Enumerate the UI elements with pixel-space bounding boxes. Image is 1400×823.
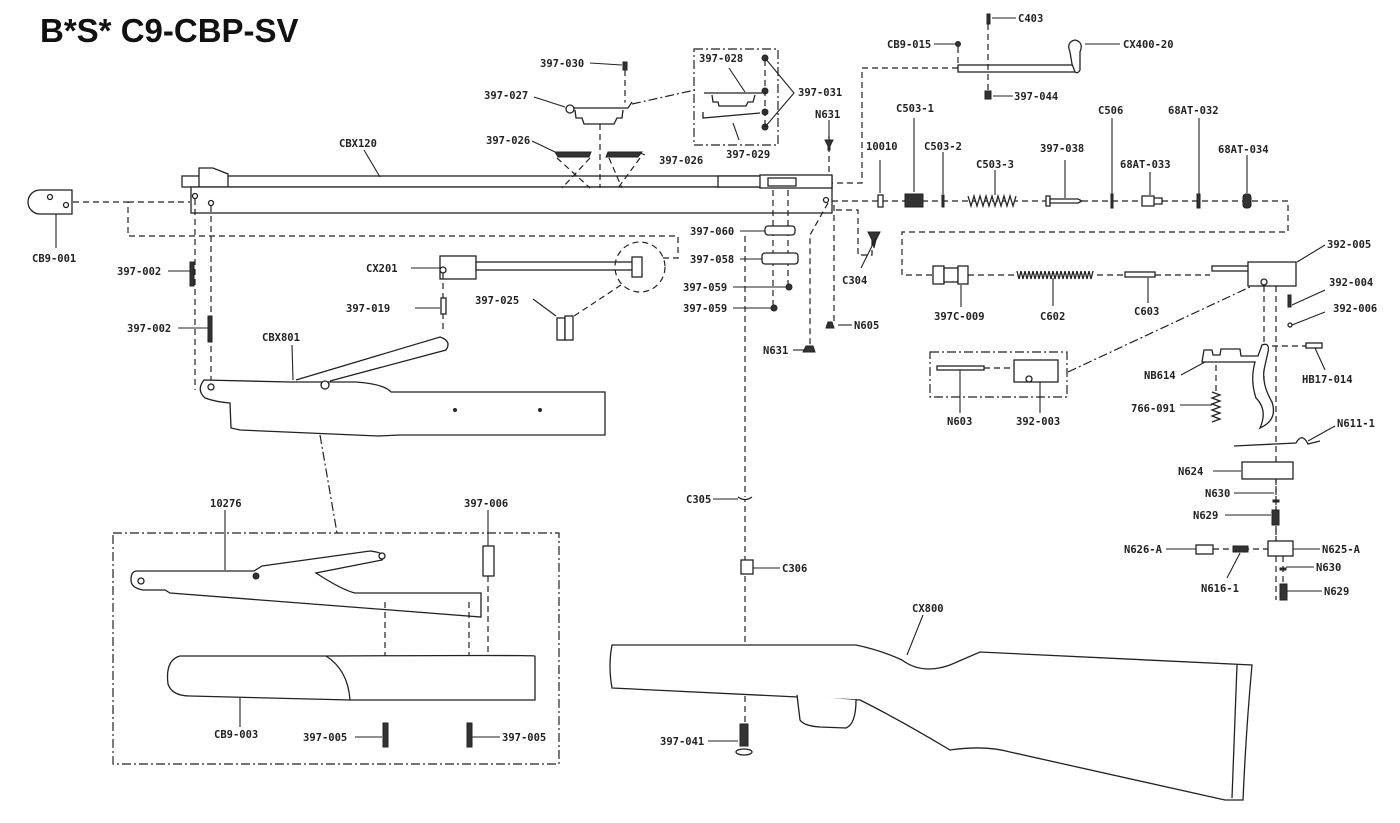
label-n626-a[interactable]: N626-A [1124, 544, 1163, 556]
label-397-019[interactable]: 397-019 [346, 303, 390, 315]
label-68at-032[interactable]: 68AT-032 [1168, 105, 1219, 117]
label-397-028[interactable]: 397-028 [699, 53, 743, 65]
label-n631-mid[interactable]: N631 [763, 345, 788, 357]
label-392-006[interactable]: 392-006 [1333, 303, 1377, 315]
label-cbx801[interactable]: CBX801 [262, 332, 300, 344]
label-397-027[interactable]: 397-027 [484, 90, 528, 102]
label-n630-b[interactable]: N630 [1316, 562, 1341, 574]
label-c305[interactable]: C305 [686, 494, 711, 506]
label-397-025[interactable]: 397-025 [475, 295, 519, 307]
label-397-026-right[interactable]: 397-026 [659, 155, 703, 167]
label-cb9-001[interactable]: CB9-001 [32, 253, 76, 265]
label-n624[interactable]: N624 [1178, 466, 1203, 478]
label-397-006[interactable]: 397-006 [464, 498, 508, 510]
label-c503-2[interactable]: C503-2 [924, 141, 962, 153]
label-c304[interactable]: C304 [842, 275, 867, 287]
label-397-030[interactable]: 397-030 [540, 58, 584, 70]
label-397-060[interactable]: 397-060 [690, 226, 734, 238]
label-397-002-a[interactable]: 397-002 [117, 266, 161, 278]
label-c503-3[interactable]: C503-3 [976, 159, 1014, 171]
label-cbx120[interactable]: CBX120 [339, 138, 377, 150]
label-n603[interactable]: N603 [947, 416, 972, 428]
label-n629-b[interactable]: N629 [1324, 586, 1349, 598]
label-n629-a[interactable]: N629 [1193, 510, 1218, 522]
main-spring-parts [932, 261, 1297, 600]
label-n616-1[interactable]: N616-1 [1201, 583, 1239, 595]
label-cx201[interactable]: CX201 [366, 263, 398, 275]
receiver-cbx120 [181, 167, 833, 214]
label-397-044[interactable]: 397-044 [1014, 91, 1058, 103]
diagram-title: B*S* C9-CBP-SV [40, 12, 299, 49]
rear-sight-group [554, 48, 779, 189]
label-68at-033[interactable]: 68AT-033 [1120, 159, 1171, 171]
label-397-059-a[interactable]: 397-059 [683, 282, 727, 294]
label-c306[interactable]: C306 [782, 563, 807, 575]
label-397-038[interactable]: 397-038 [1040, 143, 1084, 155]
label-cb9-003[interactable]: CB9-003 [214, 729, 258, 741]
label-392-005[interactable]: 392-005 [1327, 239, 1371, 251]
label-397c-009[interactable]: 397C-009 [934, 311, 985, 323]
part-cx400-20 [832, 13, 1082, 184]
label-397-041[interactable]: 397-041 [660, 736, 704, 748]
stock-cbx801 [199, 336, 606, 534]
label-n625-a[interactable]: N625-A [1322, 544, 1361, 556]
label-n605[interactable]: N605 [854, 320, 879, 332]
label-cx400-20[interactable]: CX400-20 [1123, 39, 1174, 51]
label-nb614[interactable]: NB614 [1144, 370, 1176, 382]
label-n631-top[interactable]: N631 [815, 109, 840, 121]
label-397-058[interactable]: 397-058 [690, 254, 734, 266]
label-hb17-014[interactable]: HB17-014 [1302, 374, 1353, 386]
label-n630-a[interactable]: N630 [1205, 488, 1230, 500]
label-10010[interactable]: 10010 [866, 141, 898, 153]
label-766-091[interactable]: 766-091 [1131, 403, 1175, 415]
trigger-nb614 [1201, 294, 1323, 430]
label-cb9-015[interactable]: CB9-015 [887, 39, 931, 51]
piston-parts [877, 193, 1252, 209]
stock-cx800 [609, 644, 1253, 801]
label-397-029[interactable]: 397-029 [726, 149, 770, 161]
label-c403[interactable]: C403 [1018, 13, 1043, 25]
label-397-059-b[interactable]: 397-059 [683, 303, 727, 315]
label-392-003[interactable]: 392-003 [1016, 416, 1060, 428]
leader-lines [55, 17, 1336, 742]
stock-screws [735, 202, 881, 756]
label-c503-1[interactable]: C503-1 [896, 103, 934, 115]
label-392-004[interactable]: 392-004 [1329, 277, 1373, 289]
part-cb9-001 [27, 189, 73, 215]
cocking-lever-cx201 [189, 241, 666, 343]
label-10276[interactable]: 10276 [210, 498, 242, 510]
label-68at-034[interactable]: 68AT-034 [1218, 144, 1269, 156]
label-c506[interactable]: C506 [1098, 105, 1123, 117]
sear-assembly-box [929, 286, 1251, 398]
label-c603[interactable]: C603 [1134, 306, 1159, 318]
label-c602[interactable]: C602 [1040, 311, 1065, 323]
part-labels: CB9-001 CBX120 397-030 397-027 397-028 3… [32, 13, 1377, 748]
label-397-031[interactable]: 397-031 [798, 87, 842, 99]
label-cx800[interactable]: CX800 [912, 603, 944, 615]
lower-assembly-box [112, 532, 560, 765]
label-397-002-b[interactable]: 397-002 [127, 323, 171, 335]
trigger-guard-parts [1195, 437, 1321, 601]
label-397-026-left[interactable]: 397-026 [486, 135, 530, 147]
label-n611-1[interactable]: N611-1 [1337, 418, 1375, 430]
label-397-005-b[interactable]: 397-005 [502, 732, 546, 744]
label-397-005-a[interactable]: 397-005 [303, 732, 347, 744]
